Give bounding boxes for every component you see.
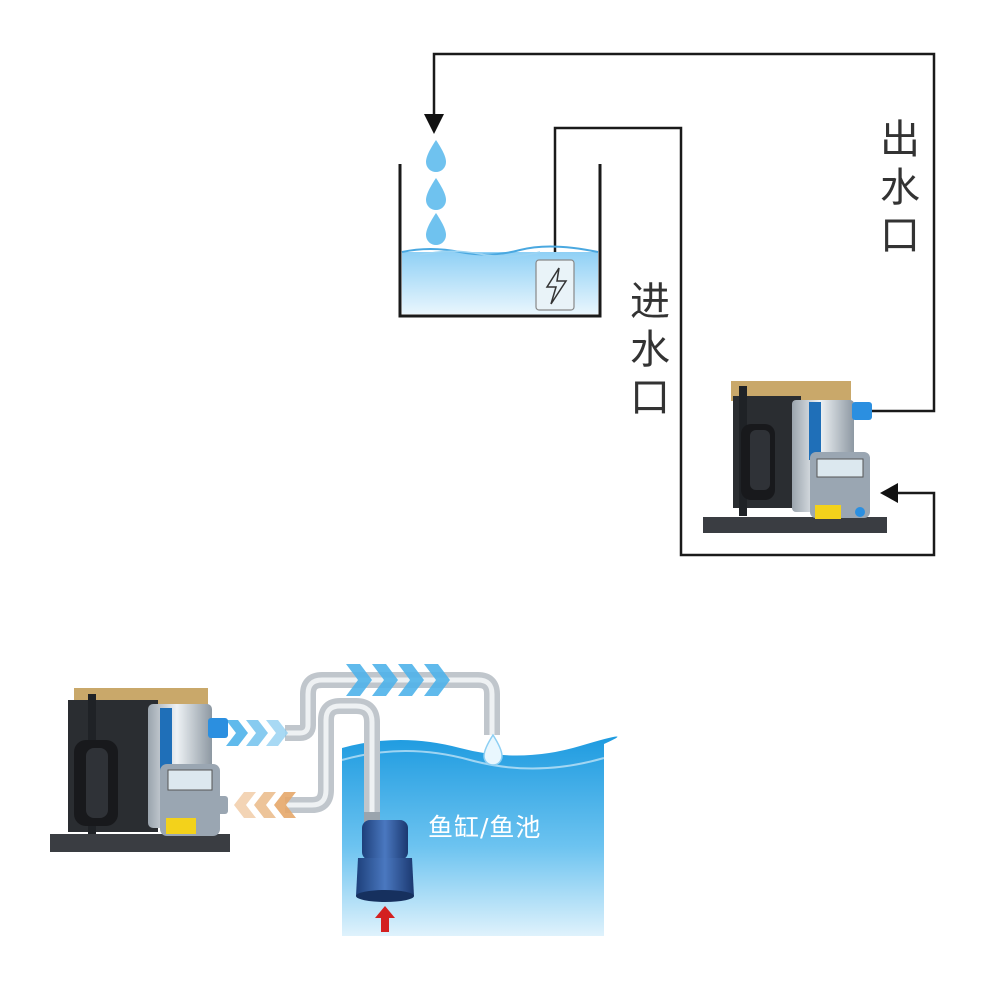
water-drop-icon <box>426 140 446 245</box>
left-arrow-icon <box>880 483 898 503</box>
heater-lightning-icon <box>545 267 568 305</box>
flow-chevron-icon <box>234 792 296 818</box>
up-arrow-icon <box>375 906 395 932</box>
water-tank <box>398 164 602 318</box>
flow-chevron-icon <box>226 664 450 746</box>
outlet-label: 出水口 <box>873 118 919 262</box>
submersible-pump <box>356 812 414 902</box>
chiller-unit-bottom <box>50 688 230 852</box>
bottom-installation-diagram <box>50 664 618 936</box>
chiller-unit-top <box>703 381 887 533</box>
down-arrow-icon <box>424 114 444 134</box>
heater-box <box>535 259 575 311</box>
top-circuit-diagram <box>398 52 936 557</box>
pipe-network <box>285 672 503 820</box>
outlet-return-line <box>432 52 936 413</box>
inlet-supply-line <box>553 126 936 557</box>
fish-tank-label: 鱼缸/鱼池 <box>428 813 542 842</box>
water-drop-icon <box>483 733 503 766</box>
inlet-label: 进水口 <box>623 280 669 424</box>
